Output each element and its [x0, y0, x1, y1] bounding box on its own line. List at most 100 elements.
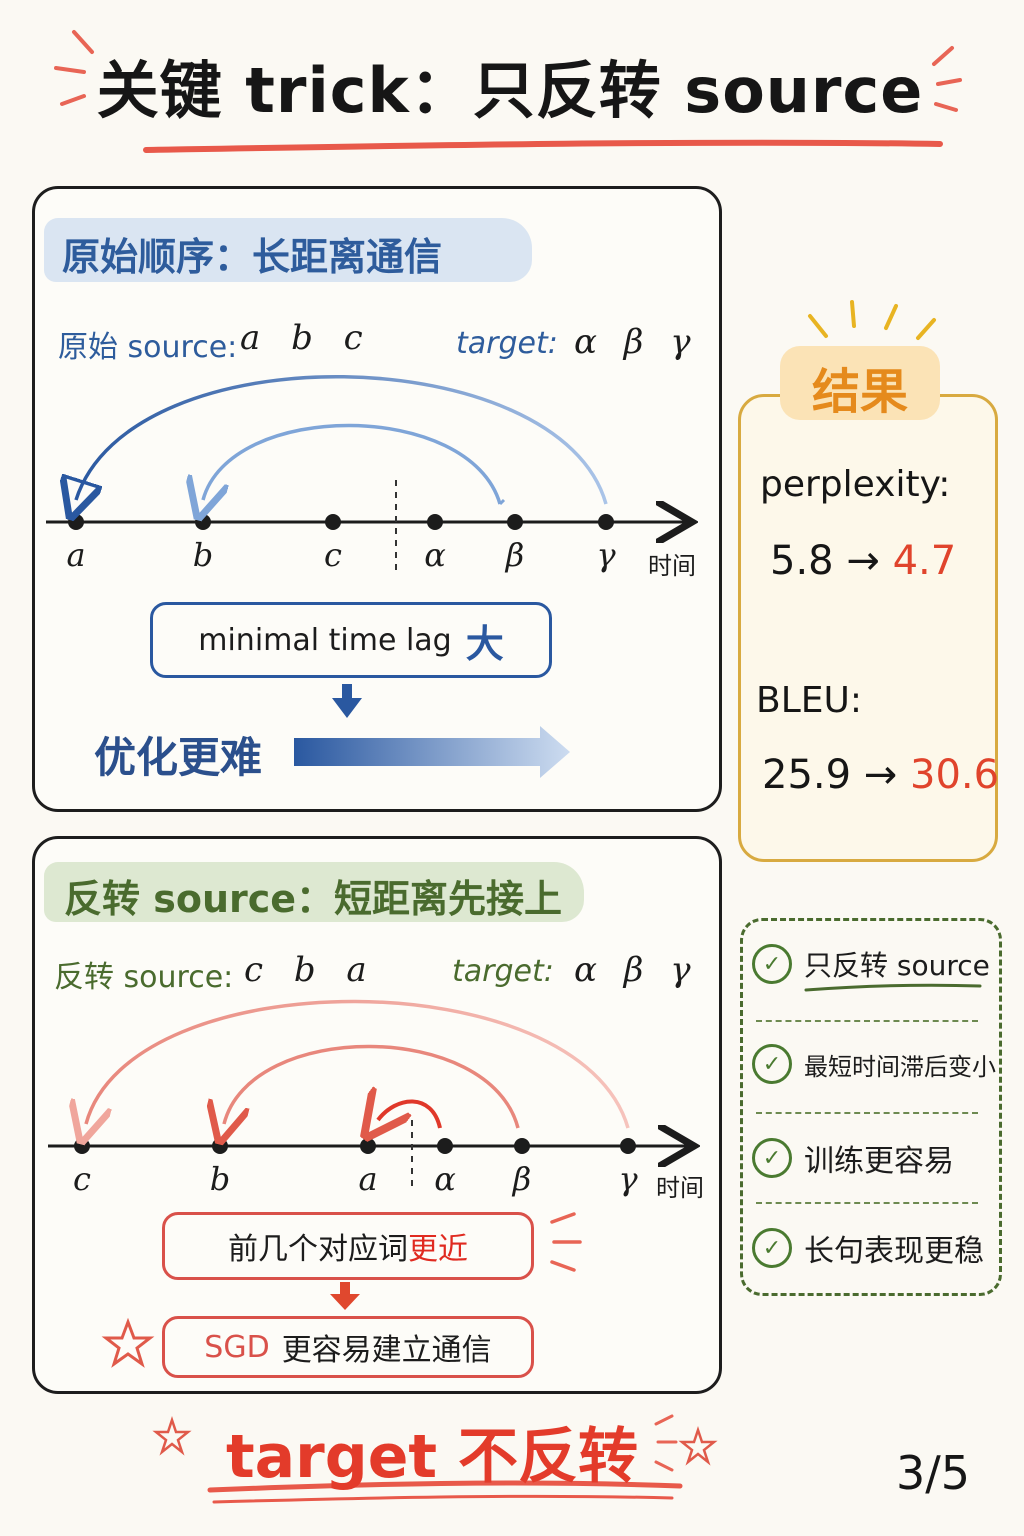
original-source-sequence: a b c [240, 318, 373, 358]
page-number: 3/5 [896, 1446, 971, 1500]
original-mid-arc [203, 423, 502, 504]
reversed-token-alpha-dot [437, 1138, 453, 1154]
checklist-item-label: 最短时间滞后变小 [804, 1052, 996, 1081]
title-sparkle-right [932, 46, 962, 112]
original-long-arc [76, 375, 608, 504]
difficulty-gradient-arrow [294, 726, 570, 778]
optimization-harder-label: 优化更难 [94, 733, 263, 782]
reversed-target-sequence: α β γ [574, 950, 699, 990]
original-tick-label: α [424, 536, 446, 574]
checklist-item: ✓ 最短时间滞后变小 [752, 1044, 996, 1084]
reversed-token-a-dot [360, 1138, 376, 1154]
checklist-item: ✓ 训练更容易 [752, 1136, 992, 1180]
near-box-sparkle [550, 1212, 582, 1272]
reversed-tick-label: b [209, 1160, 231, 1198]
original-time-label: 时间 [648, 552, 696, 580]
bleu-new: 30.6 [910, 752, 1000, 798]
original-tick-label: β [505, 536, 525, 574]
original-token-a-dot [68, 514, 84, 530]
perplexity-new: 4.7 [892, 538, 957, 584]
near-box-emphasis: 更近 [408, 1232, 468, 1267]
original-target-label: target: [456, 326, 558, 361]
reversed-target-label: target: [452, 954, 554, 989]
reversed-tick-label: β [512, 1160, 532, 1198]
original-tick-label: a [66, 536, 86, 574]
title-underline [143, 139, 943, 153]
checkmark-icon: ✓ [752, 944, 792, 984]
checklist-first-underline [804, 983, 982, 992]
closer-words-box: 前几个对应词更近 [162, 1212, 534, 1280]
reversed-mid-arc [224, 1044, 520, 1128]
results-title: 结果 [811, 364, 908, 420]
reversed-long-arc [86, 999, 630, 1128]
reversed-time-label: 时间 [656, 1174, 704, 1202]
title-sparkle-left [54, 30, 94, 106]
reversed-tick-label: c [73, 1160, 91, 1198]
original-target-sequence: α β γ [574, 322, 699, 362]
results-title-highlight [780, 346, 940, 420]
original-tick-label: c [324, 536, 342, 574]
sgd-label: SGD [204, 1329, 270, 1365]
reversed-down-arrow [330, 1282, 360, 1310]
reversed-heading: 反转 source：短距离先接上 [64, 877, 563, 921]
minimal-time-lag-box: minimal time lag 大 [150, 602, 552, 678]
original-token-alpha-dot [427, 514, 443, 530]
original-token-c-dot [325, 514, 341, 530]
checklist-item-label: 只反转 source [804, 949, 990, 982]
original-order-panel [32, 186, 722, 812]
reversed-short-arc [378, 1101, 442, 1128]
bleu-values: 25.9 → 30.6 [762, 752, 999, 798]
original-tick-label: b [192, 536, 214, 574]
original-token-b-dot [195, 514, 211, 530]
checklist-divider [756, 1202, 978, 1204]
original-heading: 原始顺序：长距离通信 [62, 235, 443, 279]
reversed-source-sequence: c b a [244, 950, 377, 990]
footer-underline [207, 1480, 683, 1493]
bleu-label: BLEU: [756, 680, 862, 721]
checklist-item-label: 长句表现更稳 [804, 1234, 984, 1269]
footer-star-right-icon [678, 1426, 718, 1466]
sgd-box-text: 更容易建立通信 [281, 1333, 492, 1368]
reversed-tick-label: α [434, 1160, 456, 1198]
reversed-token-c-dot [74, 1138, 90, 1154]
reversed-token-beta-dot [514, 1138, 530, 1154]
reversed-heading-highlight [44, 862, 584, 922]
original-token-beta-dot [507, 514, 523, 530]
near-box-text: 前几个对应词 [228, 1232, 408, 1267]
reversed-tick-label: γ [618, 1160, 638, 1198]
summary-checklist [740, 918, 1002, 1296]
checkmark-icon: ✓ [752, 1228, 792, 1268]
bleu-old: 25.9 [762, 752, 852, 798]
reversed-token-b-dot [212, 1138, 228, 1154]
checklist-item: ✓ 只反转 source [752, 944, 992, 984]
perplexity-label: perplexity: [760, 464, 951, 505]
perplexity-arrow: → [846, 538, 880, 584]
original-tick-label: γ [596, 536, 616, 574]
bleu-arrow: → [863, 752, 898, 798]
lag-box-text: minimal time lag [198, 622, 452, 658]
results-card [738, 394, 998, 862]
checklist-item: ✓ 长句表现更稳 [752, 1226, 992, 1270]
checklist-divider [756, 1112, 978, 1114]
original-source-label: 原始 source: [58, 330, 238, 365]
checkmark-icon: ✓ [752, 1044, 792, 1084]
original-down-arrow [332, 684, 362, 718]
footer-star-left-icon [152, 1416, 192, 1456]
reversed-tick-label: a [358, 1160, 378, 1198]
star-icon [101, 1317, 155, 1368]
sgd-communication-box: SGD 更容易建立通信 [162, 1316, 534, 1378]
checkmark-icon: ✓ [752, 1138, 792, 1178]
original-heading-highlight [44, 218, 532, 282]
checklist-divider [756, 1020, 978, 1022]
original-token-gamma-dot [598, 514, 614, 530]
perplexity-values: 5.8 → 4.7 [770, 538, 956, 584]
perplexity-old: 5.8 [770, 538, 834, 584]
footer-note: target 不反转 [226, 1422, 638, 1492]
reversed-token-gamma-dot [620, 1138, 636, 1154]
results-sparkle [808, 300, 936, 340]
lag-box-emphasis: 大 [465, 621, 504, 666]
reversed-source-label: 反转 source: [54, 960, 234, 995]
checklist-item-label: 训练更容易 [804, 1144, 954, 1179]
page-title: 关键 trick：只反转 source [96, 54, 924, 127]
